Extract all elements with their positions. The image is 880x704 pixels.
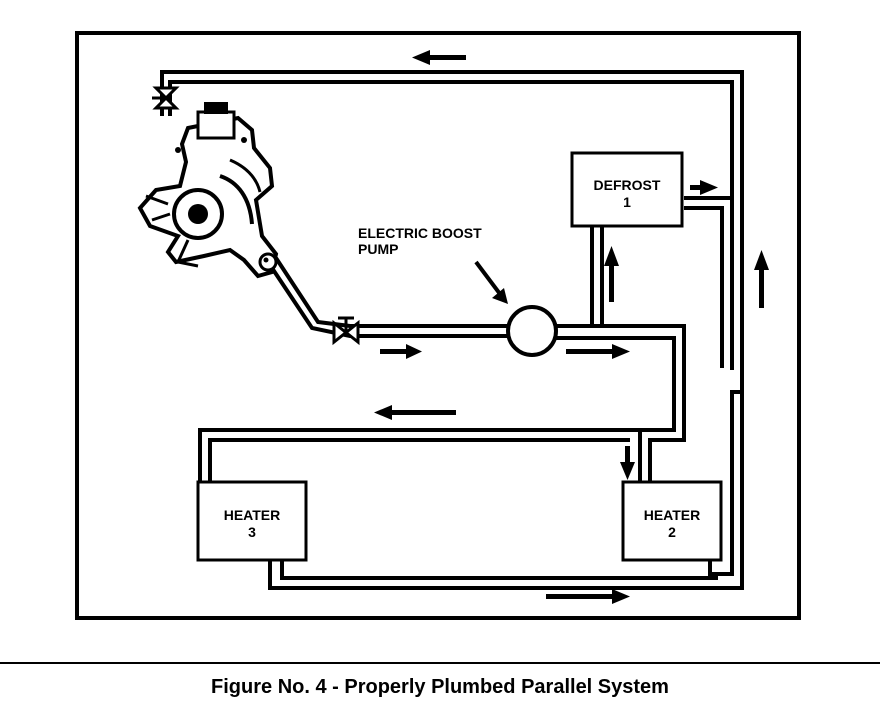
defrost-label: DEFROST: [594, 177, 661, 193]
flow-arrow-right: [566, 344, 630, 359]
heater-3-label: HEATER: [224, 507, 281, 523]
caption-divider: [0, 662, 880, 664]
return-pipe-defrost: [684, 196, 734, 368]
flow-arrow-right: [380, 344, 422, 359]
flow-arrow-right: [690, 180, 718, 195]
defrost-box: DEFROST 1: [570, 151, 684, 228]
heater-3-box: HEATER 3: [196, 480, 308, 562]
heater-2-box: HEATER 2: [621, 480, 723, 562]
flow-arrow-up: [604, 246, 619, 302]
defrost-number: 1: [623, 194, 631, 210]
electric-boost-pump: [506, 305, 558, 357]
heater-2-number: 2: [668, 524, 676, 540]
figure-caption: Figure No. 4 - Properly Plumbed Parallel…: [211, 676, 669, 698]
flow-arrow-left: [412, 50, 466, 65]
supply-pipe-pump-to-heater2: [556, 324, 686, 482]
pump-pointer-arrow: [474, 260, 508, 304]
supply-pipe-to-heater3: [198, 428, 640, 482]
heater-2-label: HEATER: [644, 507, 701, 523]
pump-label-line1: ELECTRIC BOOST: [358, 225, 482, 241]
supply-pipe-engine-to-pump: [266, 256, 508, 338]
valve-icon[interactable]: [152, 86, 180, 110]
engine-water-pump-icon: [137, 102, 279, 279]
valve-icon[interactable]: [332, 316, 360, 346]
flow-arrow-down: [620, 446, 635, 480]
pump-label-line2: PUMP: [358, 241, 398, 257]
flow-arrow-right: [546, 589, 630, 604]
return-pipe-heaters: [268, 390, 744, 590]
diagram-frame: [75, 31, 801, 620]
supply-pipe-to-defrost: [590, 226, 604, 326]
flow-arrow-left: [374, 405, 456, 420]
heater-3-number: 3: [248, 524, 256, 540]
flow-arrow-up: [754, 250, 769, 308]
